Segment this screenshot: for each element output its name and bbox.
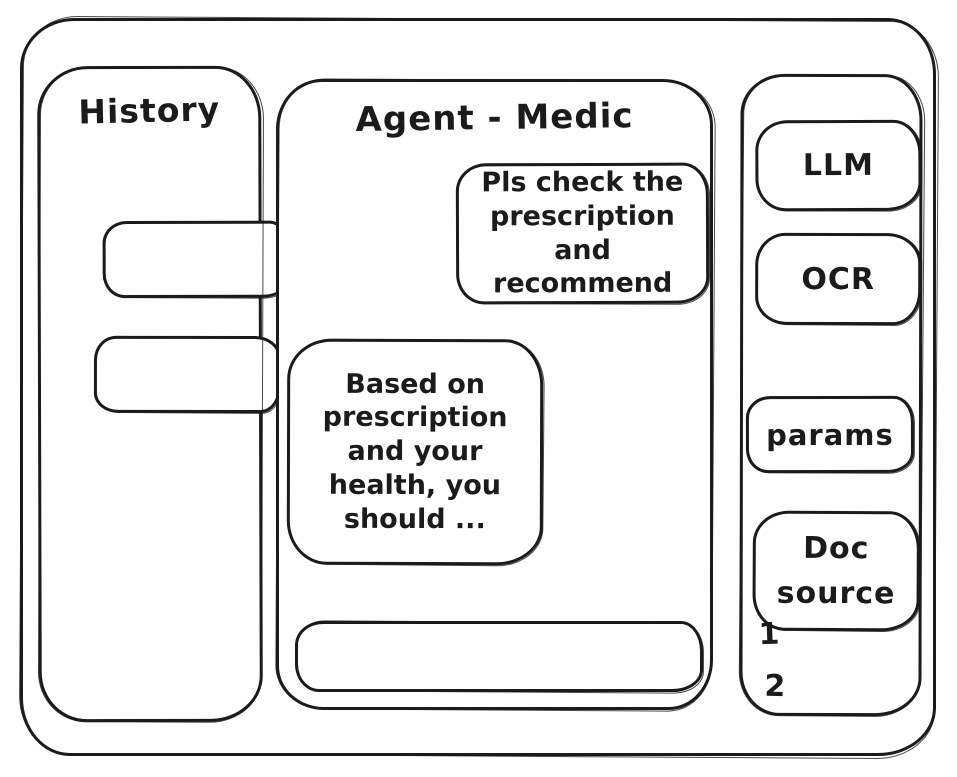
history-item[interactable] xyxy=(102,220,290,299)
tools-panel: LLM OCR params Doc source 1 2 xyxy=(739,73,923,717)
llm-button[interactable]: LLM xyxy=(755,119,922,212)
chat-panel-title: Agent - Medic xyxy=(355,96,634,140)
chat-input-box[interactable] xyxy=(295,621,703,692)
history-panel: History xyxy=(37,65,290,723)
params-button[interactable]: params xyxy=(745,395,914,474)
doc-source-button[interactable]: Doc source xyxy=(752,510,921,632)
history-panel-title: History xyxy=(77,89,221,132)
chat-input[interactable] xyxy=(312,628,686,685)
user-message-bubble: Pls check the prescription and recommend xyxy=(455,162,710,305)
doc-source-item-1: 1 xyxy=(758,616,781,653)
doc-source-item-2: 2 xyxy=(764,668,786,705)
assistant-message-bubble: Based on prescription and your health, y… xyxy=(286,338,544,566)
chat-panel: Agent - Medic Pls check the prescription… xyxy=(276,79,713,710)
ocr-button[interactable]: OCR xyxy=(755,232,922,326)
history-item[interactable] xyxy=(93,335,281,413)
